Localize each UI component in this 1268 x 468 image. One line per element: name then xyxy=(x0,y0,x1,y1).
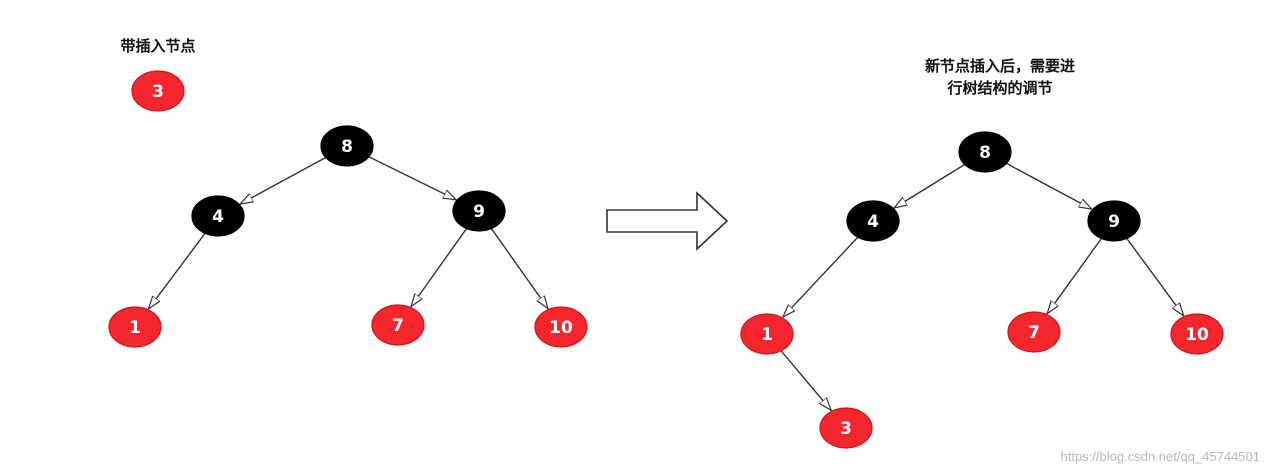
after-tree-node-1-label: 1 xyxy=(761,325,773,345)
before-tree-node-1-label: 1 xyxy=(129,318,141,338)
before-tree-node-4-circle xyxy=(191,195,245,237)
before-tree-node-10: 10 xyxy=(534,306,588,348)
after-tree-node-4-circle xyxy=(846,200,900,242)
before-tree-edge-9-10 xyxy=(490,228,548,309)
after-tree-edge-9-10 xyxy=(1126,237,1184,315)
pending-node-title: 带插入节点 xyxy=(120,37,196,55)
after-tree-node-7: 7 xyxy=(1007,311,1061,353)
after-tree-node-1-circle xyxy=(740,313,794,355)
after-tree-edge-9-7 xyxy=(1047,238,1102,313)
after-tree-node-9-circle xyxy=(1087,200,1141,242)
before-tree-edge-4-1 xyxy=(149,232,206,309)
transition-arrow xyxy=(606,191,729,251)
result-title: 新节点插入后，需要进 行树结构的调节 xyxy=(880,55,1120,99)
after-tree-node-9-label: 9 xyxy=(1108,212,1120,232)
watermark: https://blog.csdn.net/qq_45744501 xyxy=(1060,449,1261,464)
before-tree-node-8: 8 xyxy=(320,125,374,167)
before-tree-node-9-circle xyxy=(452,190,506,232)
after-tree-node-8-label: 8 xyxy=(979,143,991,163)
before-tree-node-9-label: 9 xyxy=(473,202,485,222)
before-tree-node-10-label: 10 xyxy=(549,318,573,338)
pending-node-label: 3 xyxy=(152,82,164,102)
edges-layer xyxy=(149,156,1184,411)
before-tree-node-9: 9 xyxy=(452,190,506,232)
before-tree-node-7: 7 xyxy=(371,304,425,346)
before-tree-node-1: 1 xyxy=(108,306,162,348)
after-tree-node-4: 4 xyxy=(846,200,900,242)
after-tree-node-8-circle xyxy=(958,131,1012,173)
pending-node-circle xyxy=(131,70,185,112)
before-tree-node-7-circle xyxy=(371,304,425,346)
before-tree-node-8-label: 8 xyxy=(341,137,353,157)
after-tree-node-10: 10 xyxy=(1170,313,1224,355)
after-tree-node-3: 3 xyxy=(819,407,873,449)
after-tree-node-1: 1 xyxy=(740,313,794,355)
after-tree-edge-1-3 xyxy=(780,350,831,411)
after-tree-edge-4-1 xyxy=(783,236,859,317)
after-tree-node-9: 9 xyxy=(1087,200,1141,242)
before-tree-edge-8-9 xyxy=(368,156,456,200)
after-tree-edge-8-4 xyxy=(894,163,966,208)
after-tree-node-4-label: 4 xyxy=(867,212,879,232)
after-tree-edge-8-9 xyxy=(1006,162,1091,209)
after-tree-node-8: 8 xyxy=(958,131,1012,173)
before-tree-edge-9-7 xyxy=(411,228,468,307)
after-tree-node-7-circle xyxy=(1007,311,1061,353)
before-tree-node-1-circle xyxy=(108,306,162,348)
before-tree-node-8-circle xyxy=(320,125,374,167)
after-tree-node-10-label: 10 xyxy=(1185,325,1209,345)
after-tree-node-3-label: 3 xyxy=(840,419,852,439)
before-tree-node-4-label: 4 xyxy=(212,207,224,227)
before-tree-node-10-circle xyxy=(534,306,588,348)
result-title-line1: 新节点插入后，需要进 xyxy=(924,57,1075,75)
before-tree-node-4: 4 xyxy=(191,195,245,237)
after-tree-node-7-label: 7 xyxy=(1028,323,1040,343)
after-tree-node-10-circle xyxy=(1170,313,1224,355)
before-tree-edge-8-4 xyxy=(240,156,327,204)
pending-node: 3 xyxy=(131,70,185,112)
before-tree-node-7-label: 7 xyxy=(392,316,404,336)
result-title-line2: 行树结构的调节 xyxy=(947,79,1053,97)
after-tree-node-3-circle xyxy=(819,407,873,449)
